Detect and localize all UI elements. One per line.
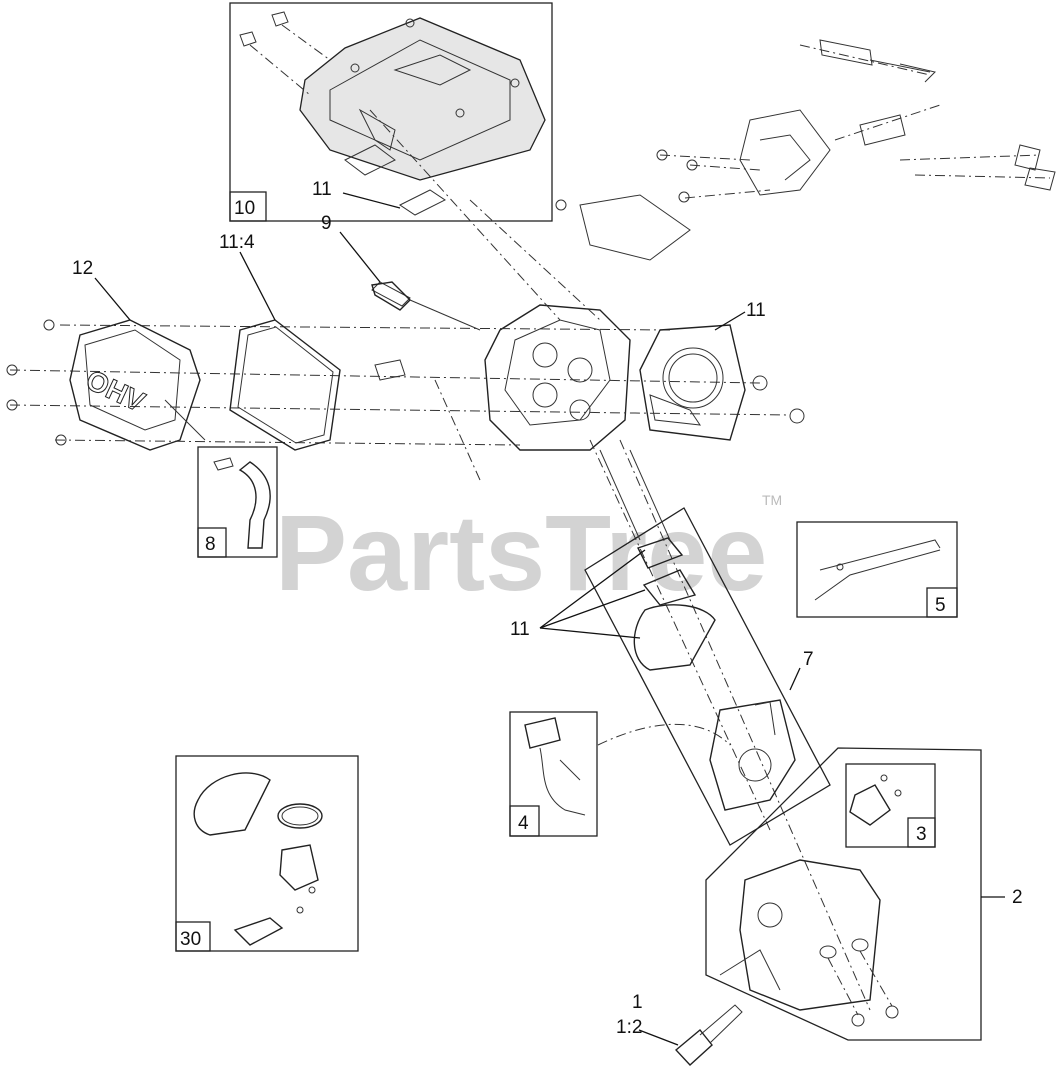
callout-7: 7 bbox=[803, 649, 814, 670]
callout-10: 10 bbox=[234, 198, 255, 219]
head-gasket-part bbox=[639, 324, 805, 441]
inset-box-30 bbox=[175, 755, 359, 952]
callout-11-top: 11 bbox=[312, 179, 332, 200]
inset-box-3 bbox=[845, 763, 936, 848]
valve-cover-part: OHV bbox=[6, 319, 201, 451]
callout-3: 3 bbox=[916, 824, 927, 845]
callout-30: 30 bbox=[180, 929, 201, 950]
inset-box-4 bbox=[509, 711, 731, 837]
inset-box-5 bbox=[796, 521, 958, 618]
cylinder-head bbox=[371, 281, 631, 451]
key-part bbox=[674, 1004, 743, 1066]
spark-plug-part bbox=[371, 281, 481, 331]
callout-5: 5 bbox=[935, 595, 946, 616]
callout-11-4: 11:4 bbox=[219, 232, 255, 253]
callout-11-stack: 11 bbox=[510, 619, 530, 640]
watermark-brand: PartsTree bbox=[275, 492, 767, 613]
air-filter-box-2 bbox=[705, 747, 982, 1041]
callout-labels: 10 11 12 11:4 9 11 8 5 11 7 4 3 2 30 1 1… bbox=[72, 179, 1023, 1038]
callout-1-2: 1:2 bbox=[616, 1017, 642, 1038]
callout-9: 9 bbox=[321, 213, 332, 234]
callout-11-right: 11 bbox=[746, 300, 766, 321]
label-leaders bbox=[94, 192, 1005, 1046]
callout-4: 4 bbox=[518, 813, 529, 834]
intake-stack-box-7 bbox=[584, 449, 831, 846]
inset-box-10 bbox=[229, 2, 553, 222]
assembly-lines bbox=[9, 109, 871, 1011]
valve-train-cluster bbox=[555, 39, 1056, 261]
inset-box-8 bbox=[164, 399, 278, 558]
callout-2: 2 bbox=[1012, 887, 1023, 908]
watermark-trademark: TM bbox=[762, 492, 782, 508]
valve-cover-gasket-part bbox=[229, 319, 341, 451]
callout-12: 12 bbox=[72, 258, 93, 279]
callout-8: 8 bbox=[205, 534, 216, 555]
callout-1: 1 bbox=[632, 992, 643, 1013]
